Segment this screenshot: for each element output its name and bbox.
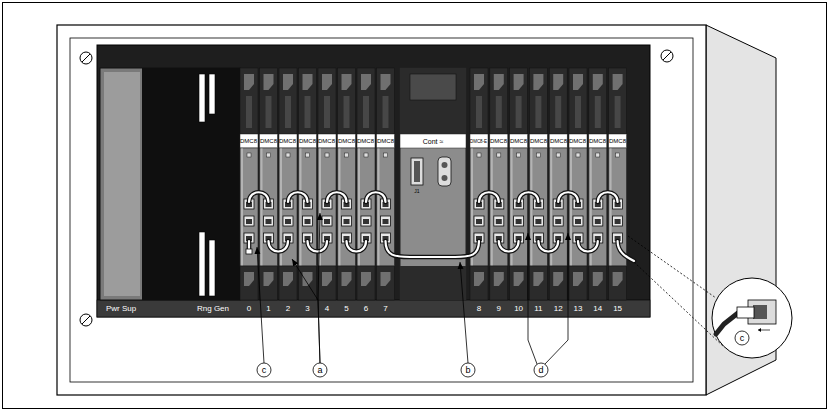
callout-letter: b: [465, 366, 470, 375]
slot-number: 3: [305, 305, 309, 313]
card-label: DMC8: [299, 138, 316, 144]
zoom-lines: [628, 236, 724, 347]
card: [569, 68, 587, 300]
rack-opening: [97, 45, 650, 317]
callout-letter: a: [317, 366, 322, 375]
panel-label: Rng Gen: [197, 305, 229, 313]
card-label: DMC8: [490, 138, 507, 144]
callout-circles: [257, 331, 749, 377]
panel-label: Pwr Sup: [106, 305, 136, 313]
callout-letter: c: [740, 334, 745, 343]
card-label: DMC8: [569, 138, 586, 144]
card-label: DMC8: [589, 138, 606, 144]
slot-number: 5: [344, 305, 348, 313]
slot-number: 8: [477, 305, 481, 313]
card: [510, 68, 528, 300]
power-supply: [100, 68, 240, 300]
card-label: DMC8: [510, 138, 527, 144]
slot-number: 13: [574, 305, 583, 313]
card-label: DMC8: [377, 138, 394, 144]
cable: [249, 192, 634, 261]
card-label: DMC8: [550, 138, 567, 144]
slot-number: 11: [534, 305, 542, 313]
card: [490, 68, 508, 300]
card: [609, 68, 627, 300]
callout-letter: d: [538, 366, 543, 375]
card: [377, 68, 395, 300]
card: [357, 68, 375, 300]
card: [279, 68, 297, 300]
slot-number: 14: [593, 305, 602, 313]
zoom-detail: [712, 278, 792, 358]
screws: [80, 50, 673, 326]
slot-number: 9: [497, 305, 501, 313]
card-label: DMC8: [357, 138, 374, 144]
slot-strip: [97, 300, 650, 317]
card: [318, 68, 336, 300]
patch-cables: [246, 192, 634, 261]
slot-number: 12: [554, 305, 563, 313]
slot-number: 0: [247, 305, 251, 313]
card-label: DMC8: [279, 138, 296, 144]
card: [549, 68, 567, 300]
slot-number: 2: [286, 305, 290, 313]
card-label: DMC8-E: [470, 138, 487, 144]
card-label: DMC8: [530, 138, 547, 144]
card: [529, 68, 547, 300]
slot-number: 1: [266, 305, 270, 313]
cable-outline: [249, 192, 634, 261]
figure-frame: [3, 3, 827, 409]
slot-number: 6: [364, 305, 368, 313]
leader-lines: [257, 213, 568, 364]
connector-label: J1: [414, 189, 419, 194]
card: [589, 68, 607, 300]
card: [240, 68, 258, 300]
controller-card: [400, 68, 466, 300]
card-label: DMC8: [338, 138, 355, 144]
card: [470, 68, 488, 300]
card-label: DMC8: [260, 138, 277, 144]
slot-number: 4: [325, 305, 329, 313]
card-label: DMC8: [318, 138, 335, 144]
card-label: DMC8: [609, 138, 626, 144]
card-label: Cont ≈: [423, 138, 444, 145]
callout-letter: c: [262, 366, 267, 375]
bezel-line: [70, 38, 693, 382]
slot-number: 15: [613, 305, 622, 313]
card: [299, 68, 317, 300]
slot-number: 10: [514, 305, 523, 313]
cabinet-front: [57, 25, 706, 395]
line-cards: [240, 68, 627, 300]
slot-number: 7: [383, 305, 387, 313]
card-label: DMC8: [240, 138, 257, 144]
card: [338, 68, 356, 300]
card: [260, 68, 278, 300]
